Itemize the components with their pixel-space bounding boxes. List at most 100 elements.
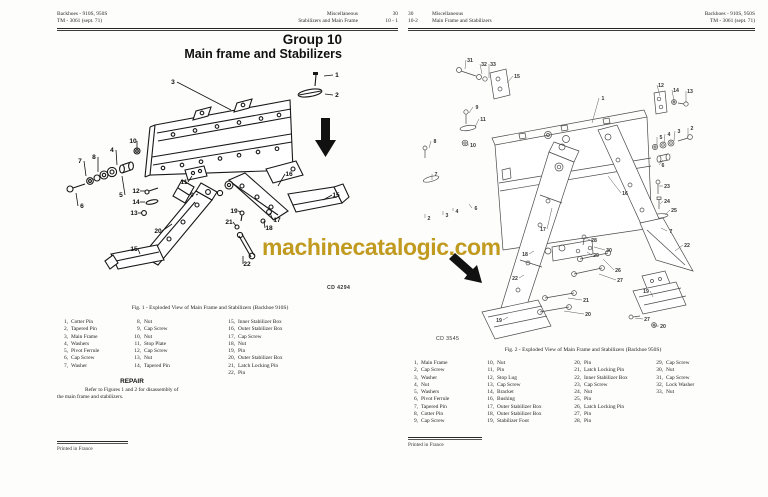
figure-2-cd-label: CD 3545 bbox=[436, 336, 460, 342]
group-name: Main frame and Stabilizers bbox=[184, 47, 342, 61]
figure-1-cd-label: CD 4294 bbox=[327, 285, 351, 291]
section-page-number: 30 bbox=[392, 11, 398, 17]
part-item: 13,Cap Screw bbox=[483, 382, 570, 389]
part-name: Washer bbox=[71, 362, 88, 369]
part-name: Stabilizer Foot bbox=[497, 418, 529, 425]
part-name: Bracket bbox=[497, 389, 514, 396]
part-name: Cotter Pin bbox=[421, 411, 444, 418]
callout-number: 18 bbox=[265, 225, 273, 232]
part-item: 31,Cap Screw bbox=[652, 375, 694, 382]
part-item: 8,Cotter Pin bbox=[407, 411, 483, 418]
callout-leader bbox=[546, 207, 553, 230]
callout-number: 20 bbox=[660, 324, 666, 330]
callout-number: 2 bbox=[428, 216, 431, 222]
callout-number: 14 bbox=[132, 199, 140, 206]
part-name: Cotter Pin bbox=[71, 319, 94, 325]
callout-number: 30 bbox=[606, 248, 612, 254]
part-number: 6, bbox=[63, 355, 68, 362]
part-name: Pivot Ferrule bbox=[71, 348, 100, 355]
part-item: 6,Cap Screw bbox=[57, 355, 130, 362]
callout-number: 2 bbox=[691, 126, 694, 132]
callout-leader bbox=[586, 251, 593, 256]
fig1-drawing bbox=[66, 72, 350, 270]
part-name: Pin bbox=[584, 411, 592, 418]
callout-leader bbox=[593, 246, 606, 251]
right-printed-in-france: Printed in France bbox=[408, 442, 444, 448]
part-number: 10, bbox=[487, 360, 494, 366]
callout-number: 10 bbox=[129, 138, 137, 145]
part-item: 33,Nut bbox=[652, 389, 694, 396]
part-item: 21,Latch Locking Pin bbox=[570, 367, 652, 374]
part-item: 1,Cotter Pin bbox=[57, 319, 130, 326]
part-number: 9, bbox=[413, 418, 418, 425]
callout-number: 22 bbox=[243, 261, 251, 268]
section-page-number: 30 bbox=[408, 11, 414, 17]
part-item: 10,Nut bbox=[483, 360, 570, 367]
callout-number: 33 bbox=[490, 62, 496, 68]
part-item: 15,Inner Stabilizer Box bbox=[224, 319, 354, 326]
part-item: 9,Cap Screw bbox=[130, 326, 224, 333]
manual-title: Backhoes - 910S, 950S bbox=[704, 11, 755, 17]
callout-number: 13 bbox=[130, 210, 138, 217]
part-item: 11,Pin bbox=[483, 367, 570, 374]
part-number: 16, bbox=[228, 326, 235, 333]
part-number: 2, bbox=[413, 367, 418, 374]
callout-number: 22 bbox=[684, 243, 690, 249]
part-number: 26, bbox=[574, 403, 581, 410]
part-number: 32, bbox=[656, 381, 663, 388]
part-number: 22, bbox=[228, 370, 235, 377]
part-name: Pin bbox=[584, 418, 592, 425]
callout-leader bbox=[528, 250, 535, 255]
subsection-page-number: 10-2 bbox=[408, 18, 418, 25]
callout-number: 4 bbox=[110, 147, 114, 154]
callout-number: 3 bbox=[446, 213, 449, 219]
callout-leader bbox=[474, 118, 480, 128]
callout-number: 4 bbox=[668, 132, 671, 138]
part-name: Tapered Pin bbox=[71, 326, 97, 333]
callout-number: 6 bbox=[475, 206, 478, 212]
part-item: 18,Outer Stabilizer Box bbox=[483, 411, 570, 418]
part-number: 20, bbox=[574, 360, 581, 366]
callout-number: 21 bbox=[225, 219, 233, 226]
part-number: 5, bbox=[413, 389, 418, 396]
callout-leader bbox=[324, 93, 334, 96]
callout-leader bbox=[634, 317, 644, 320]
part-name: Pin bbox=[238, 370, 246, 377]
callout-number: 17 bbox=[540, 227, 546, 233]
part-number: 31, bbox=[656, 374, 663, 381]
callout-number: 7 bbox=[670, 229, 673, 235]
left-header-manual: Backhoes - 910S, 950S TM - 3061 (sept. 7… bbox=[57, 11, 107, 26]
part-name: Washer bbox=[421, 374, 438, 381]
part-name: Nut bbox=[144, 319, 153, 325]
callout-number: 19 bbox=[496, 318, 502, 324]
part-item: 17,Outer Stabilizer Box bbox=[483, 404, 570, 411]
part-item: 16,Outer Stabilizer Box bbox=[224, 326, 354, 333]
callout-leader bbox=[187, 175, 193, 183]
part-name: Cap Screw bbox=[238, 333, 262, 340]
part-number: 11, bbox=[487, 367, 494, 374]
callout-number: 10 bbox=[470, 143, 476, 149]
callout-number: 25 bbox=[671, 208, 677, 214]
part-name: Lock Washer bbox=[666, 381, 695, 388]
callout-number: 7 bbox=[435, 172, 438, 178]
callout-leader bbox=[502, 316, 509, 321]
callout-leader bbox=[161, 223, 173, 232]
left-header-rule bbox=[57, 28, 398, 31]
down-arrow-icon bbox=[315, 118, 336, 157]
part-item: 21,Latch Locking Pin bbox=[224, 363, 354, 370]
part-item: 25,Pin bbox=[570, 396, 652, 403]
part-item: 10,Nut bbox=[130, 334, 224, 341]
part-item: 23,Cap Screw bbox=[570, 382, 652, 389]
part-name: Cap Screw bbox=[584, 381, 608, 388]
part-number: 14, bbox=[134, 362, 141, 369]
callout-number: 9 bbox=[190, 192, 194, 199]
part-name: Tapered Pin bbox=[144, 362, 170, 369]
section-label: Miscellaneous bbox=[432, 11, 464, 17]
callout-leader bbox=[195, 193, 199, 196]
part-item: 4,Nut bbox=[407, 382, 483, 389]
callout-number: 15 bbox=[332, 192, 340, 199]
part-name: Cap Screw bbox=[421, 367, 445, 374]
